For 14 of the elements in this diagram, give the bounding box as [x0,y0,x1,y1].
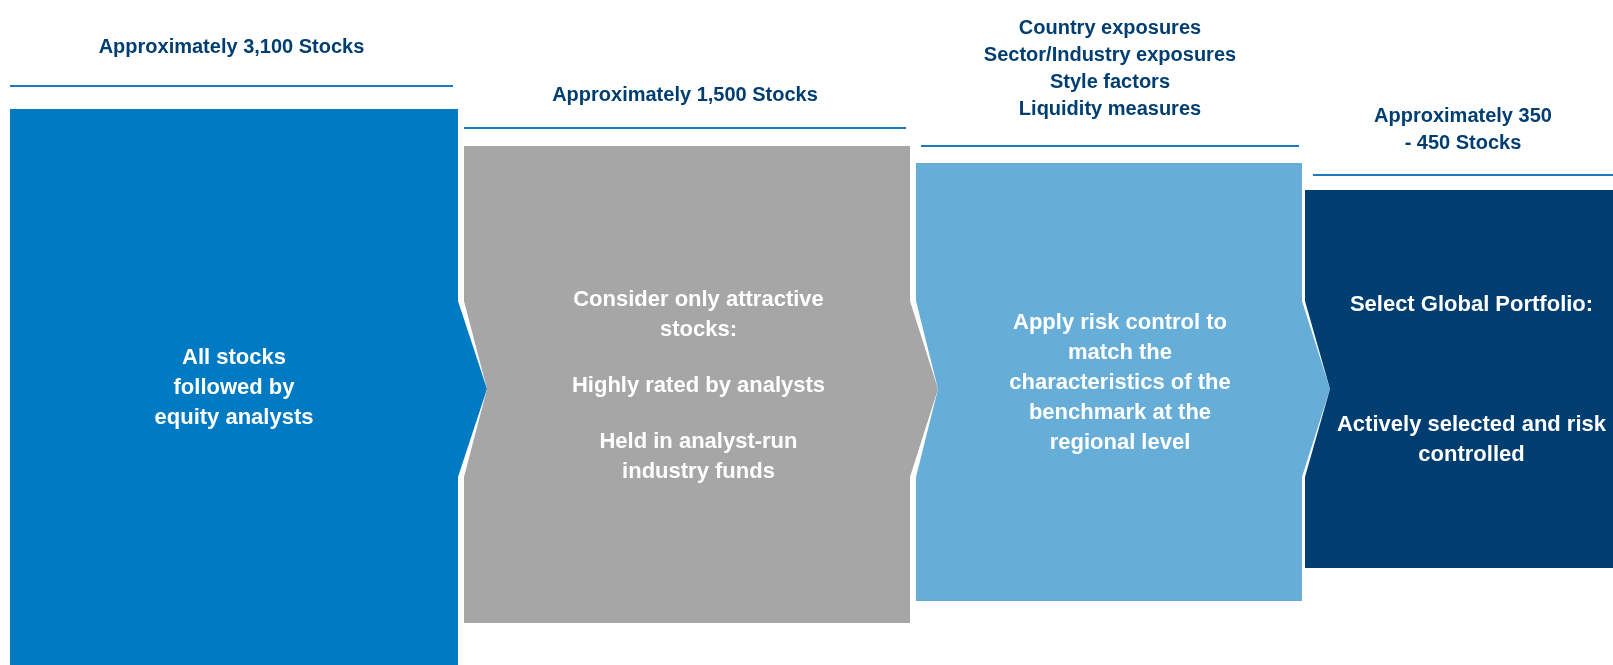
step-heading: Liquidity measures [1018,96,1202,121]
step-heading: Approximately 350 - 450 Stocks [1373,103,1553,155]
step-text: Actively selected and risk controlled [1336,410,1607,468]
step-text: Apply risk control to match the characteristics of the benchmark at the regional level [1008,308,1232,456]
step-heading: Approximately 1,500 Stocks [552,82,818,107]
step-heading: Country exposures [1018,15,1202,40]
step-heading: Sector/Industry exposures [983,42,1237,67]
step-heading: Style factors [1049,69,1171,94]
step-text: All stocks followed by equity analysts [154,343,314,431]
step-text: Held in analyst-run industry funds [598,426,799,485]
step-heading: Approximately 3,100 Stocks [98,34,365,59]
step-text: Highly rated by analysts [571,370,826,399]
step-text: Consider only attractive stocks: [572,284,825,343]
step-text: Select Global Portfolio: [1349,290,1594,318]
